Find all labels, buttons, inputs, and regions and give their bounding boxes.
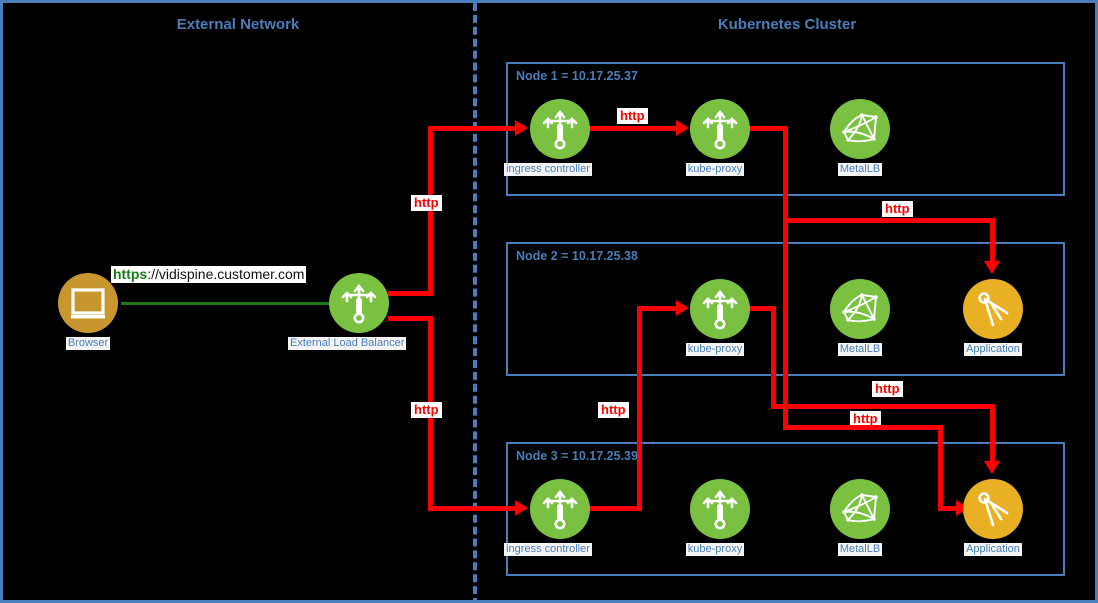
flow-node1-to-node2-vertical bbox=[783, 126, 788, 223]
http-label-node3-to-node2: http bbox=[598, 402, 629, 418]
node3-component-application[interactable]: Application bbox=[960, 479, 1026, 557]
node1-component-ingress-controller[interactable]: ingress controller bbox=[504, 99, 593, 177]
node2-application-label: Application bbox=[964, 343, 1022, 356]
flow-node1-ingress-to-kubeproxy bbox=[589, 126, 679, 131]
kube-proxy-circle bbox=[690, 99, 750, 159]
load-balancer-icon bbox=[542, 109, 578, 150]
node1-kube-proxy-label: kube-proxy bbox=[685, 163, 745, 176]
application-circle bbox=[963, 479, 1023, 539]
flow-into-node2-kubeproxy bbox=[637, 306, 682, 311]
kube-proxy-circle bbox=[690, 279, 750, 339]
flow-lb-up-stub bbox=[388, 291, 433, 296]
metallb-circle bbox=[830, 99, 890, 159]
flow-lb-down-stub bbox=[388, 316, 433, 321]
node2-kube-proxy-label: kube-proxy bbox=[685, 343, 745, 356]
node3-kube-proxy-label: kube-proxy bbox=[685, 543, 745, 556]
http-label-node1-internal: http bbox=[617, 108, 648, 124]
node3-ingress-controller-label: ingress controller bbox=[504, 543, 592, 556]
node2-component-metallb[interactable]: MetalLB bbox=[827, 279, 893, 357]
compass-divider-icon bbox=[978, 492, 1009, 527]
node1-component-metallb[interactable]: MetalLB bbox=[827, 99, 893, 177]
node2-metallb-label: MetalLB bbox=[837, 343, 883, 356]
node2-component-application[interactable]: Application bbox=[960, 279, 1026, 357]
component-browser[interactable]: Browser bbox=[55, 273, 121, 351]
component-external-load-balancer[interactable]: External Load Balancer bbox=[288, 273, 407, 351]
compass-divider-icon bbox=[978, 292, 1009, 327]
flow-node1-kubeproxy-exit bbox=[748, 126, 788, 131]
metallb-circle bbox=[830, 479, 890, 539]
external-load-balancer-label: External Load Balancer bbox=[288, 337, 407, 350]
arrow-into-node2-application bbox=[984, 261, 1000, 274]
node1-component-kube-proxy[interactable]: kube-proxy bbox=[685, 99, 753, 177]
flow-node3-ingress-exit bbox=[587, 506, 642, 511]
flow-node3-to-node2-vertical bbox=[637, 306, 642, 511]
application-circle bbox=[963, 279, 1023, 339]
url-host: ://vidispine.customer.com bbox=[147, 266, 305, 282]
node2-label: Node 2 = 10.17.25.38 bbox=[516, 249, 638, 263]
url-scheme: https bbox=[113, 266, 148, 282]
flow-node2-kubeproxy-exit bbox=[748, 306, 776, 311]
mesh-net-icon bbox=[842, 493, 878, 523]
arrow-into-node1-ingress bbox=[515, 120, 528, 136]
load-balancer-icon bbox=[702, 109, 738, 150]
node3-component-ingress-controller[interactable]: ingress controller bbox=[504, 479, 593, 557]
node2-component-kube-proxy[interactable]: kube-proxy bbox=[685, 279, 753, 357]
http-label-lb-node1: http bbox=[411, 195, 442, 211]
node3-component-metallb[interactable]: MetalLB bbox=[827, 479, 893, 557]
node1-ingress-controller-label: ingress controller bbox=[504, 163, 592, 176]
arrow-into-node2-kubeproxy bbox=[676, 300, 689, 316]
flow-to-node2-app-horizontal bbox=[783, 218, 995, 223]
mesh-net-icon bbox=[842, 113, 878, 143]
node3-metallb-label: MetalLB bbox=[837, 543, 883, 556]
arrow-into-node3-ingress bbox=[515, 500, 528, 516]
mesh-net-icon bbox=[842, 293, 878, 323]
external-network-title: External Network bbox=[176, 16, 300, 33]
http-label-node2-segment: http bbox=[872, 381, 903, 397]
network-boundary-divider bbox=[473, 3, 477, 600]
flow-node1-column-down bbox=[783, 218, 788, 430]
flow-into-node3-app-horizontal bbox=[938, 506, 960, 511]
load-balancer-icon bbox=[702, 489, 738, 530]
kube-proxy-circle bbox=[690, 479, 750, 539]
external-load-balancer-circle bbox=[329, 273, 389, 333]
monitor-icon bbox=[71, 288, 105, 319]
http-label-node2-to-node3app: http bbox=[850, 411, 881, 427]
arrow-into-node3-application-top bbox=[984, 461, 1000, 474]
flow-node1-to-node3app-vertical bbox=[938, 425, 943, 509]
node3-label: Node 3 = 10.17.25.39 bbox=[516, 449, 638, 463]
https-connector-line bbox=[121, 302, 333, 305]
node3-application-label: Application bbox=[964, 543, 1022, 556]
flow-node2-down-vertical bbox=[771, 306, 776, 409]
ingress-controller-circle bbox=[530, 99, 590, 159]
load-balancer-icon bbox=[341, 283, 377, 324]
node1-label: Node 1 = 10.17.25.37 bbox=[516, 69, 638, 83]
ingress-controller-circle bbox=[530, 479, 590, 539]
http-label-node1-to-node2app: http bbox=[882, 201, 913, 217]
browser-circle bbox=[58, 273, 118, 333]
kubernetes-cluster-title: Kubernetes Cluster bbox=[717, 16, 857, 33]
flow-into-node2-app-vertical bbox=[990, 218, 995, 263]
node1-metallb-label: MetalLB bbox=[837, 163, 883, 176]
metallb-circle bbox=[830, 279, 890, 339]
arrow-into-node1-kubeproxy bbox=[676, 120, 689, 136]
load-balancer-icon bbox=[702, 289, 738, 330]
browser-label: Browser bbox=[65, 337, 111, 350]
http-label-lb-node3: http bbox=[411, 402, 442, 418]
request-url-label: https://vidispine.customer.com bbox=[111, 266, 307, 283]
load-balancer-icon bbox=[542, 489, 578, 530]
node3-component-kube-proxy[interactable]: kube-proxy bbox=[685, 479, 753, 557]
flow-lb-to-node3-ingress bbox=[428, 506, 518, 511]
flow-to-node3-app-horizontal bbox=[771, 404, 995, 409]
flow-node1-to-node3app-horizontal bbox=[783, 425, 943, 430]
flow-lb-to-node1-ingress bbox=[428, 126, 518, 131]
flow-into-node3-app-vertical bbox=[990, 404, 995, 464]
